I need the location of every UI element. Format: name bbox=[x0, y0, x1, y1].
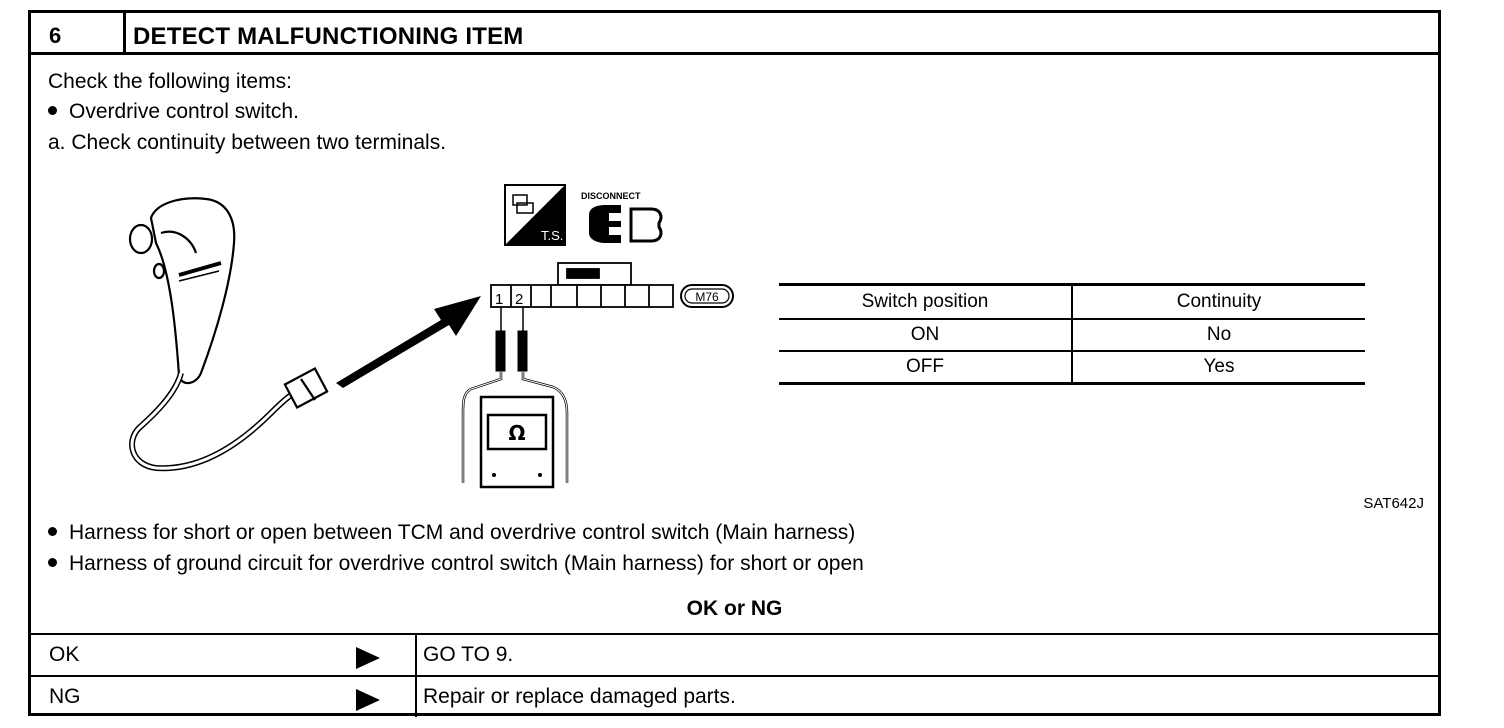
table-row: ON No bbox=[779, 319, 1365, 352]
right-arrow-icon bbox=[356, 689, 380, 711]
switch-continuity-illustration: T.S. DISCONNECT 1 2 M76 bbox=[128, 184, 734, 489]
cell-switch-position: ON bbox=[779, 319, 1073, 352]
ohm-symbol: Ω bbox=[508, 421, 525, 445]
step-header: 6 DETECT MALFUNCTIONING ITEM bbox=[31, 13, 1438, 55]
figure-id: SAT642J bbox=[1363, 495, 1424, 512]
table-row: OFF Yes bbox=[779, 351, 1365, 385]
terminal-2-label: 2 bbox=[515, 291, 523, 308]
disconnect-label: DISCONNECT bbox=[581, 191, 641, 201]
ok-action: GO TO 9. bbox=[423, 643, 514, 666]
connector-code: M76 bbox=[695, 290, 719, 304]
connector-code-badge: M76 bbox=[680, 284, 734, 308]
pointer-arrow-icon bbox=[336, 296, 481, 388]
result-row-ok: OK GO TO 9. bbox=[31, 633, 1438, 675]
shift-lever-icon bbox=[128, 197, 329, 472]
step-title: DETECT MALFUNCTIONING ITEM bbox=[133, 23, 524, 50]
result-row-ng: NG Repair or replace damaged parts. bbox=[31, 675, 1438, 717]
step-a-instruction: a. Check continuity between two terminal… bbox=[48, 131, 447, 154]
item-overdrive-switch: Overdrive control switch. bbox=[48, 100, 299, 124]
ok-label: OK bbox=[49, 643, 80, 666]
harness-check-1: Harness for short or open between TCM an… bbox=[48, 521, 855, 545]
continuity-table: Switch position Continuity ON No OFF Yes bbox=[779, 283, 1365, 385]
disconnect-icon: DISCONNECT bbox=[581, 191, 663, 243]
item-overdrive-switch-text: Overdrive control switch. bbox=[69, 100, 299, 123]
ok-or-ng-prompt: OK or NG bbox=[686, 597, 783, 620]
harness-check-2-text: Harness of ground circuit for overdrive … bbox=[69, 552, 864, 575]
continuity-table-header: Switch position Continuity bbox=[779, 283, 1365, 320]
instructions-intro: Check the following items: bbox=[48, 70, 292, 93]
cell-continuity: No bbox=[1072, 319, 1365, 352]
row-divider bbox=[415, 635, 417, 675]
harness-connector bbox=[490, 262, 674, 308]
cell-switch-position: OFF bbox=[779, 351, 1073, 385]
cell-continuity: Yes bbox=[1072, 351, 1365, 385]
terminal-1-label: 1 bbox=[495, 291, 503, 308]
col-header-continuity: Continuity bbox=[1072, 283, 1365, 320]
row-divider bbox=[415, 677, 417, 717]
right-arrow-icon bbox=[356, 647, 380, 669]
harness-check-1-text: Harness for short or open between TCM an… bbox=[69, 521, 856, 544]
header-divider bbox=[123, 13, 126, 52]
step-number: 6 bbox=[49, 23, 62, 48]
ohmmeter-icon: Ω bbox=[479, 395, 555, 489]
ts-label: T.S. bbox=[541, 228, 563, 243]
diagnostic-procedure-box: 6 DETECT MALFUNCTIONING ITEM Check the f… bbox=[28, 10, 1441, 717]
ng-label: NG bbox=[49, 685, 81, 708]
col-header-switch-position: Switch position bbox=[779, 283, 1073, 320]
ng-action: Repair or replace damaged parts. bbox=[423, 685, 736, 708]
tester-probes bbox=[461, 307, 569, 483]
ts-icon: T.S. bbox=[504, 184, 566, 246]
harness-check-2: Harness of ground circuit for overdrive … bbox=[48, 552, 864, 576]
